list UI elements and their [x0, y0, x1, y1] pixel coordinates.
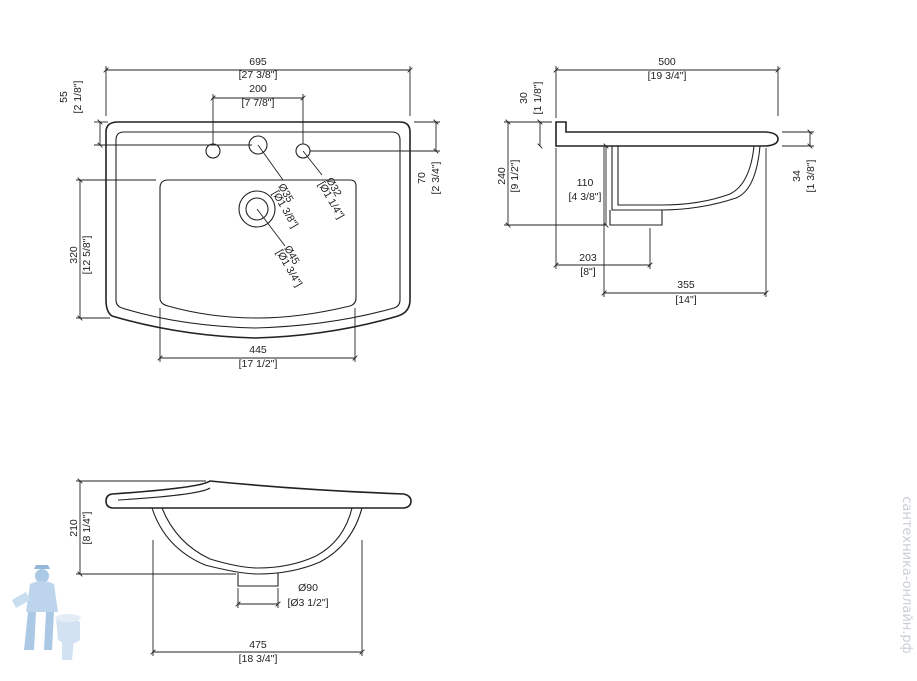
dim-55-in: [2 1/8"]: [72, 80, 84, 113]
dim-110: 110: [577, 177, 594, 189]
dim-355-in: [14"]: [675, 294, 696, 306]
dim-695: 695: [249, 56, 267, 68]
dim-475: 475: [249, 639, 267, 651]
dim-445: 445: [249, 344, 267, 356]
dim-55: 55: [58, 91, 70, 103]
dim-203: 203: [579, 252, 597, 264]
front-view-bowl-inner: [161, 507, 353, 569]
front-view: 210 [8 1/4"] Ø90 [Ø3 1/2"] 475 [18 3/4"]: [68, 480, 412, 665]
dim-200-in: [7 7/8"]: [242, 97, 275, 109]
dim-90-in: [Ø3 1/2"]: [287, 597, 328, 609]
dim-70: 70: [416, 172, 428, 184]
dim-210: 210: [68, 519, 80, 537]
dim-70-in: [2 3/4"]: [430, 161, 442, 194]
dim-320-in: [12 5/8"]: [81, 236, 93, 275]
dim-34: 34: [791, 170, 803, 182]
front-view-drain: [237, 573, 279, 587]
dim-695-in: [27 3/8"]: [239, 69, 278, 81]
front-view-rim: [105, 480, 412, 509]
dim-445-in: [17 1/2"]: [239, 358, 278, 370]
top-view-outline: [105, 121, 411, 339]
drain-inner: [245, 197, 269, 221]
side-view-bowl: [611, 145, 761, 211]
front-view-rim-line: [117, 487, 211, 501]
side-view-bowl-inner: [617, 145, 755, 206]
dim-320: 320: [68, 246, 80, 264]
dim-210-in: [8 1/4"]: [81, 511, 93, 544]
dim-110-in: [4 3/8"]: [569, 191, 602, 203]
dim-30: 30: [518, 92, 530, 104]
dim-200: 200: [249, 83, 267, 95]
side-view: 500 [19 3/4"] 30 [1 1/8"] 240 [9 1/2"] 1…: [496, 56, 817, 306]
dim-475-in: [18 3/4"]: [239, 653, 278, 665]
tap-hole-left: [205, 143, 221, 159]
leader-small: [302, 150, 323, 176]
dim-240-in: [9 1/2"]: [509, 159, 521, 192]
dim-203-in: [8"]: [580, 266, 595, 278]
front-view-bowl: [151, 507, 363, 575]
top-view: 695 [27 3/8"] 200 [7 7/8"] 55 [2 1/8"] 7…: [58, 56, 442, 370]
dim-30-in: [1 1/8"]: [532, 81, 544, 114]
dim-500-in: [19 3/4"]: [648, 70, 687, 82]
top-view-rim: [115, 131, 401, 329]
leader-drain: [256, 208, 286, 247]
dim-90: Ø90: [298, 582, 318, 594]
dim-34-in: [1 3/8"]: [805, 159, 817, 192]
dim-240: 240: [496, 167, 508, 185]
top-view-bowl: [159, 179, 357, 319]
watermark: сантехника-онлайн.рф: [899, 496, 914, 654]
plumber-mascot-logo: [12, 565, 81, 660]
leader-main: [257, 144, 284, 181]
drain-outer: [238, 190, 276, 228]
dim-355: 355: [677, 279, 695, 291]
dim-500: 500: [658, 56, 676, 68]
side-view-trap: [609, 210, 663, 226]
side-view-slab: [555, 121, 779, 147]
